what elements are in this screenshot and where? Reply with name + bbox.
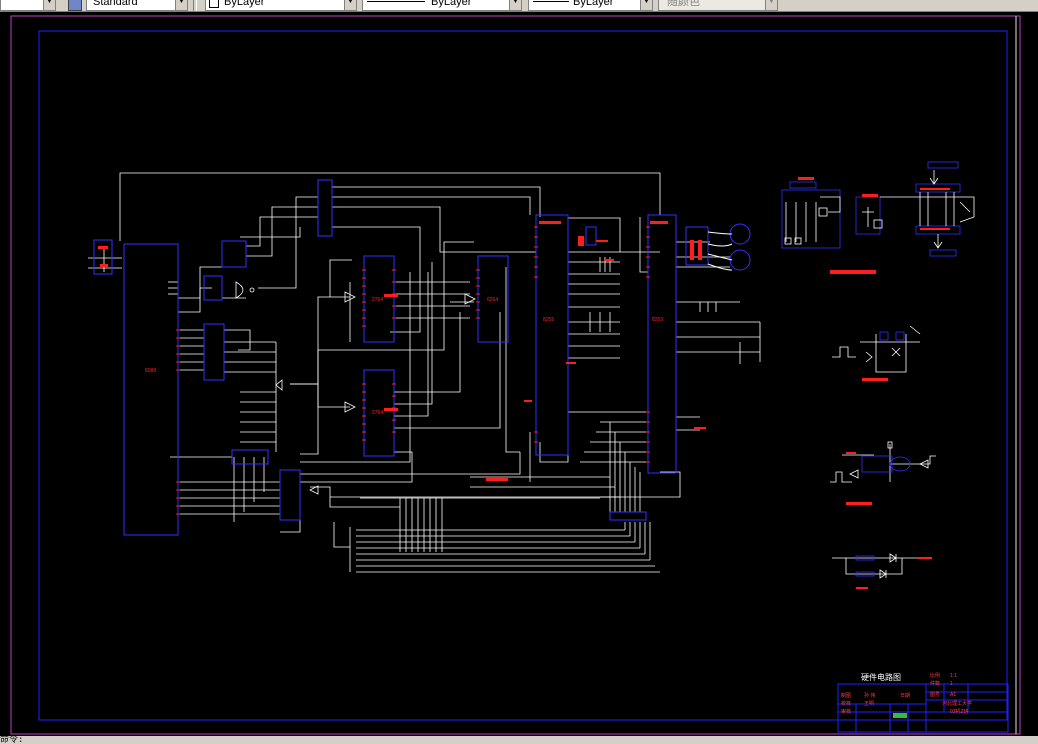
chevron-down-icon: ▼: [344, 0, 356, 10]
lineweight-sample-icon: [533, 1, 569, 2]
ram-label: 6264: [487, 297, 498, 303]
toolbar-separator: [193, 0, 197, 11]
address-latch-chip: [317, 179, 333, 237]
inner-frame-border: [38, 30, 1008, 721]
diode-circuit: [832, 553, 920, 579]
eprom2-chip: [363, 369, 395, 457]
connector-tag: [920, 188, 950, 190]
ram-chip: [477, 255, 509, 343]
transceiver-chip: [279, 469, 301, 521]
draw-label: 制图: [841, 693, 852, 699]
clock-chip: [93, 239, 113, 275]
optocoupler-caption: [846, 502, 872, 505]
material-value: A1: [950, 692, 957, 698]
amplifier-circuit: [832, 325, 921, 373]
amplifier-caption: [862, 378, 888, 381]
check-label: 校核: [841, 701, 852, 707]
optocoupler-circuit: [830, 441, 936, 483]
drawing-title: 硬件电路图: [861, 673, 901, 682]
chevron-down-icon: ▼: [509, 0, 521, 10]
school-name: 河北理工大学: [942, 701, 973, 707]
text-style-icon[interactable]: [68, 0, 82, 11]
chevron-down-icon: ▼: [43, 0, 55, 10]
latch-chip: [221, 240, 247, 268]
eprom1-chip: [363, 255, 395, 343]
chevron-down-icon: ▼: [640, 0, 652, 10]
linetype-sample-icon: [367, 1, 425, 2]
linetype-dropdown[interactable]: ByLayer ▼: [362, 0, 522, 11]
lineweight-dropdown[interactable]: ByLayer ▼: [528, 0, 653, 11]
layer-value: ByLayer: [224, 0, 265, 8]
crystal-chip: [585, 226, 597, 246]
linetype-value: ByLayer: [431, 0, 472, 8]
relay-circuit: [781, 161, 975, 257]
title-block: 硬件电路图 比例 1:1 件数 1 图号 A1 制图 孙 伟 日期 校核 王明 …: [838, 672, 1008, 720]
text-style-dropdown[interactable]: Standard ▼: [86, 0, 188, 11]
drawing-canvas[interactable]: [0, 12, 1038, 736]
sheet-label: 件数: [930, 681, 941, 687]
driver-chip: [685, 226, 709, 266]
timer-label: 8253: [652, 317, 663, 323]
layer-color-swatch-icon: [209, 0, 219, 8]
relay-tag: [798, 177, 814, 180]
plot-style-value: 随颜色: [667, 0, 700, 8]
plot-style-dropdown[interactable]: 随颜色 ▼: [658, 0, 778, 11]
chevron-down-icon: ▼: [175, 0, 187, 10]
decoder-chip: [203, 275, 223, 301]
eprom1-label: 2764: [372, 297, 383, 303]
drawer-name: 孙 伟: [864, 693, 876, 699]
gate-chip: [231, 449, 269, 465]
cpu-label: 8088: [145, 368, 156, 374]
timer-chip: [647, 214, 677, 474]
material-label: 图号: [930, 692, 941, 698]
text-style-value: Standard: [93, 0, 138, 8]
motor-1-icon: [729, 223, 751, 245]
ic-chips: [93, 179, 709, 536]
pin-markers: [176, 226, 650, 515]
net-tags: [98, 221, 706, 481]
title-block-frame: [837, 683, 1009, 733]
wire-network: [88, 172, 761, 573]
green-signature-cell: [893, 713, 907, 718]
outer-sheet-border: [10, 15, 1021, 735]
relay-tag-2: [862, 194, 878, 197]
motor-outputs: [707, 223, 751, 271]
optocoupler-tag: [846, 452, 856, 454]
chevron-down-icon: ▼: [765, 0, 777, 10]
relay-circuit-caption: [830, 270, 876, 274]
schematic-drawing: 8088 2764 2764 6264 8255 8253: [10, 15, 1021, 735]
eprom2-label: 2764: [372, 410, 383, 416]
audit-label: 审核: [841, 709, 852, 715]
command-prompt: 命令:: [0, 736, 24, 744]
text-style-prev-dropdown[interactable]: ▼: [0, 0, 56, 11]
properties-toolbar: ▼ Standard ▼ ByLayer ▼ ByLayer ▼ ByLayer ▼ 随…: [0, 0, 1038, 12]
resistor-network: [609, 511, 647, 521]
ppi-label: 8255: [543, 317, 554, 323]
buffer-chip: [203, 323, 225, 381]
lineweight-value: ByLayer: [573, 0, 614, 8]
diode-caption: [856, 587, 868, 589]
cpu-chip: [123, 243, 179, 536]
ppi-chip: [535, 214, 569, 456]
scale-label: 比例: [930, 673, 941, 679]
layer-dropdown[interactable]: ByLayer ▼: [205, 0, 357, 11]
buffers: [235, 281, 476, 495]
date-label: 日期: [900, 693, 911, 699]
diode-tag: [918, 557, 932, 559]
checker-name: 王明: [864, 701, 875, 707]
class-name: 03机2班: [950, 709, 969, 715]
command-line[interactable]: 命令:: [0, 736, 1038, 744]
sheet-value: 1: [950, 681, 953, 687]
scale-value: 1:1: [950, 673, 957, 679]
connector-tag-2: [920, 228, 950, 230]
motor-2-icon: [729, 249, 751, 271]
